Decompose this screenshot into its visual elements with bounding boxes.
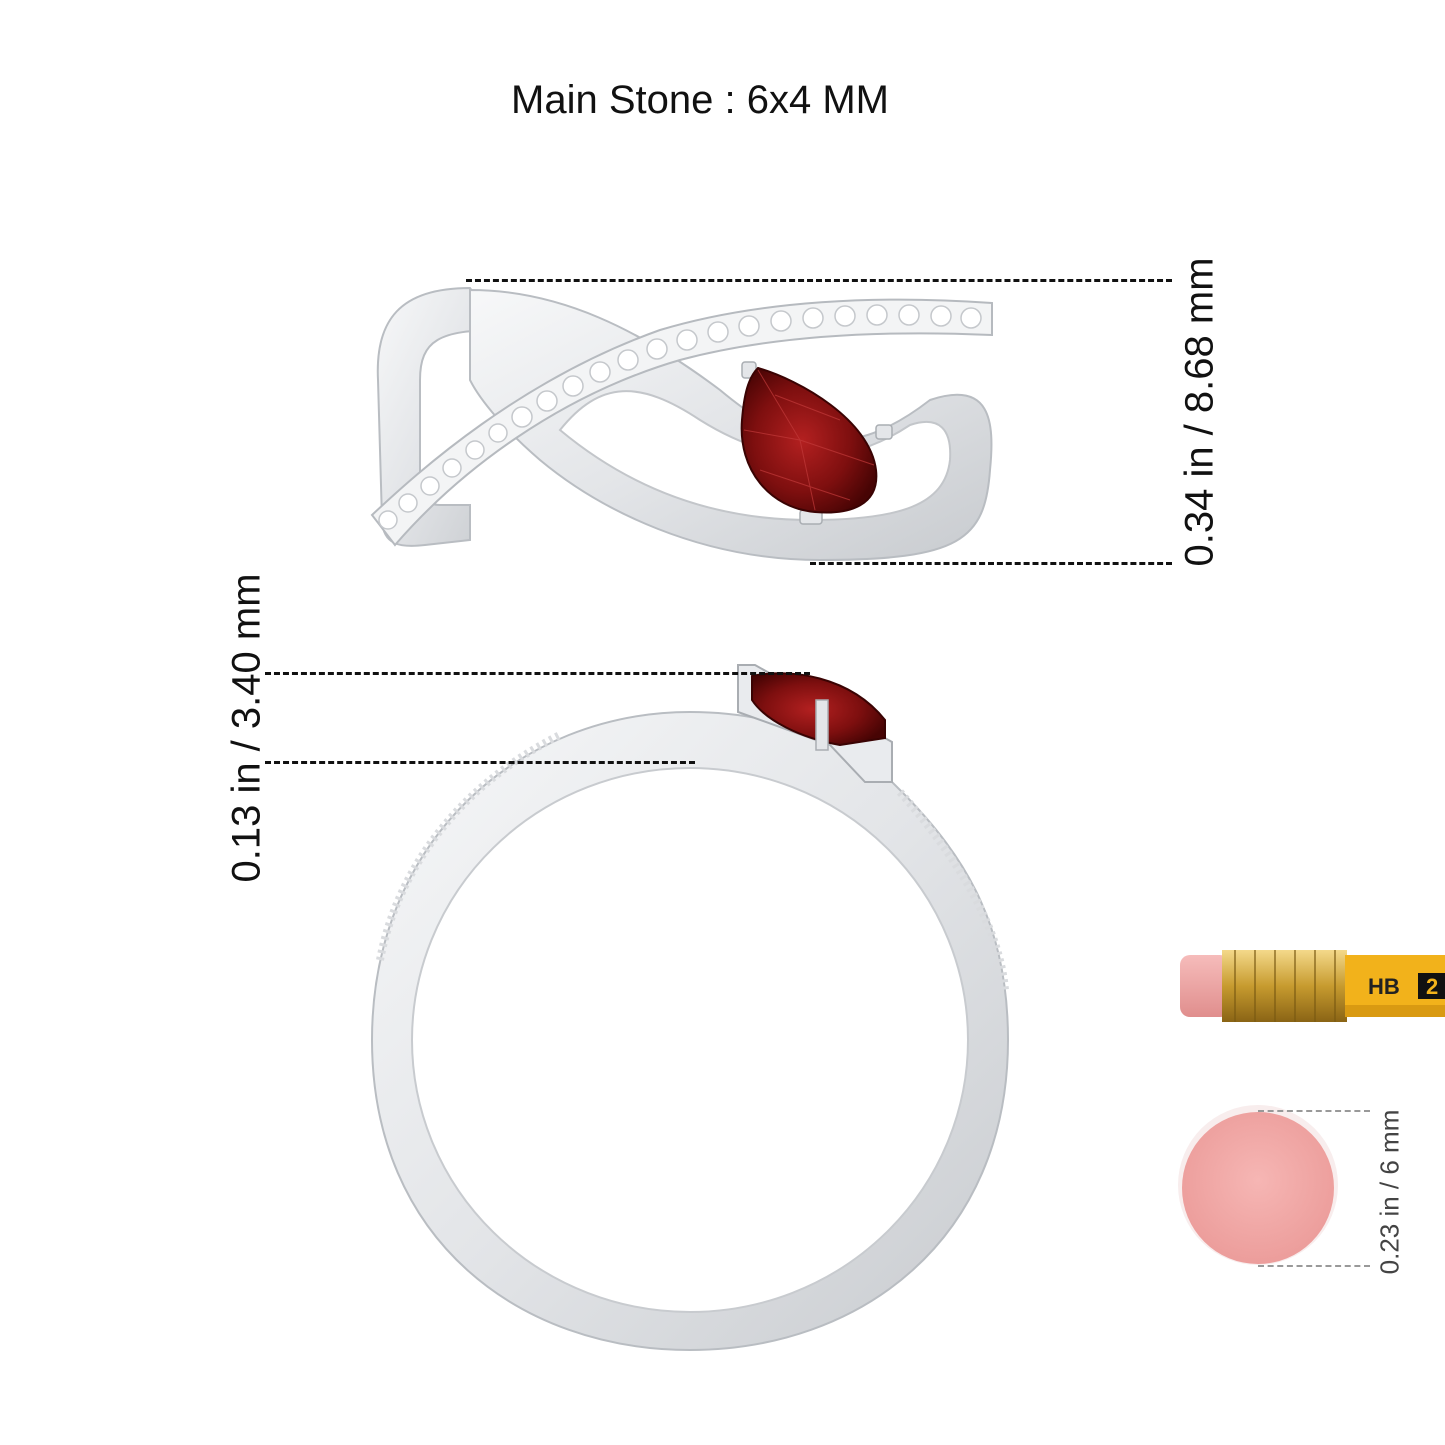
pave-diamonds xyxy=(378,304,982,530)
stone-facets xyxy=(743,369,875,511)
eraser-lower-line xyxy=(1258,1265,1370,1267)
stone-prongs xyxy=(741,361,893,525)
band-inner xyxy=(411,767,969,1313)
pear-garnet-stone xyxy=(740,366,878,514)
top-view-upper-line xyxy=(466,279,1172,282)
main-stone-title: Main Stone : 6x4 MM xyxy=(511,78,889,122)
side-view-lower-line xyxy=(265,761,695,764)
pencil-number-box xyxy=(1418,973,1445,999)
pencil-eraser xyxy=(1180,955,1230,1017)
pencil-number: 2 xyxy=(1426,974,1438,999)
pencil-ferrule xyxy=(1222,950,1347,1022)
pave-edge-right xyxy=(897,789,1009,991)
ring-top-view xyxy=(370,286,993,562)
pave-edge-left xyxy=(376,731,562,961)
eraser-top-view xyxy=(1178,1105,1338,1265)
eraser-dimension-label: 0.23 in / 6 mm xyxy=(1374,1109,1405,1275)
side-prong xyxy=(815,699,829,751)
ring-side-view xyxy=(370,664,1010,1352)
pencil-grade: HB xyxy=(1368,974,1400,999)
eraser-upper-line xyxy=(1258,1110,1370,1112)
pencil: HB 2 xyxy=(1180,950,1445,1022)
side-view-upper-line xyxy=(265,672,810,675)
side-view-dimension-label: 0.13 in / 3.40 mm xyxy=(224,573,269,883)
eraser-face xyxy=(1182,1112,1334,1264)
top-view-lower-line xyxy=(810,562,1172,565)
top-view-dimension-label: 0.34 in / 8.68 mm xyxy=(1177,257,1222,567)
